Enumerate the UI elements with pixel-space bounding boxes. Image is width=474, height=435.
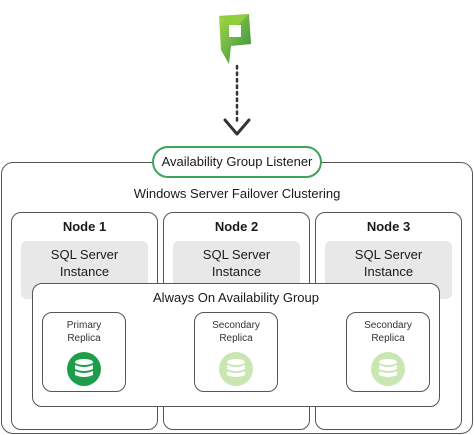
availability-group-listener: Availability Group Listener bbox=[152, 146, 322, 178]
instance-1-line2: Instance bbox=[59, 264, 110, 279]
replica-1-line1: Primary bbox=[66, 320, 102, 331]
node-1-label: Node 1 bbox=[62, 219, 107, 234]
database-icon bbox=[219, 352, 253, 386]
replica-2-line1: Secondary bbox=[212, 320, 260, 331]
replica-3-line1: Secondary bbox=[364, 320, 412, 331]
instance-3-line1: SQL Server bbox=[354, 247, 423, 262]
node-3-label: Node 3 bbox=[366, 219, 411, 234]
database-icon bbox=[67, 352, 101, 386]
replica-2-line2: Replica bbox=[219, 333, 253, 344]
availability-group-label: Always On Availability Group bbox=[153, 290, 319, 305]
database-icon bbox=[371, 352, 405, 386]
instance-2-line2: Instance bbox=[211, 264, 262, 279]
app-logo-icon bbox=[219, 14, 251, 64]
dotted-arrow-down-icon bbox=[223, 64, 251, 136]
instance-1-line1: SQL Server bbox=[50, 247, 119, 262]
instance-3-line2: Instance bbox=[363, 264, 414, 279]
replica-3-line2: Replica bbox=[371, 333, 405, 344]
cluster-label: Windows Server Failover Clustering bbox=[133, 186, 341, 201]
replica-1-line2: Replica bbox=[67, 333, 101, 344]
instance-2-line1: SQL Server bbox=[202, 247, 271, 262]
node-2-label: Node 2 bbox=[214, 219, 259, 234]
